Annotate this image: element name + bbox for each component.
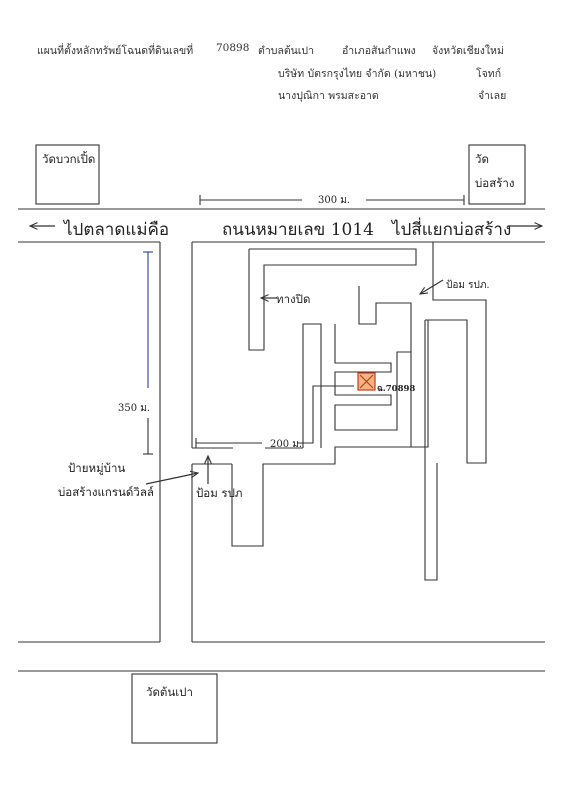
province: จังหวัดเชียงใหม่ <box>432 45 504 57</box>
subdistrict: ตำบลต้นเปา <box>258 45 314 57</box>
plot-marker <box>357 372 376 391</box>
village-sign-label-2: บ่อสร้างแกรนด์วิลล์ <box>58 485 154 499</box>
temple-box-bottom <box>131 673 218 744</box>
map-title: แผนที่ตั้งหลักทรัพย์โฉนดที่ดินเลขที่ <box>37 45 194 57</box>
plot-label: ฉ.70898 <box>377 384 416 394</box>
police-box-top-label: ป้อม รปภ. <box>446 280 490 291</box>
temple-top-right-label-1: วัด <box>475 152 489 166</box>
temple-box-top-left <box>35 144 100 205</box>
temple-top-left-label: วัดบวกเปิ้ด <box>42 152 96 166</box>
deed-number: 70898 <box>216 42 250 54</box>
temple-box-top-right <box>468 144 526 205</box>
defendant-role: จำเลย <box>478 90 507 102</box>
police-box-bottom-label: ป้อม รปภ <box>196 486 243 500</box>
village-sign-label-1: ป้ายหมู่บ้าน <box>68 461 126 475</box>
plaintiff-role: โจทก์ <box>476 68 502 80</box>
measure-top-label: 300 ม. <box>318 195 351 206</box>
temple-top-right-label-2: บ่อสร้าง <box>475 176 515 190</box>
closed-road-label: ทางปิด <box>276 292 311 306</box>
measure-side-label: 350 ม. <box>118 403 151 414</box>
district: อำเภอสันกำแพง <box>342 45 416 57</box>
road-to-left-label: ไปตลาดแม่คือ <box>64 220 170 240</box>
village-inner-road-loop <box>231 320 429 547</box>
road-to-right-label: ไปสี่แยกบ่อสร้าง <box>392 220 512 240</box>
main-road-label: ถนนหมายเลข 1014 <box>222 220 374 240</box>
arrow-village-sign <box>145 473 198 485</box>
arrow-police-box-top <box>420 279 444 294</box>
measure-inner-label: 200 ม. <box>270 439 303 450</box>
defendant-name: นางปุณิกา พรมสะอาด <box>278 90 379 102</box>
plot-block <box>334 324 412 447</box>
upper-block <box>358 286 412 352</box>
plot-leader-line <box>297 385 354 444</box>
closed-road-block <box>248 248 417 351</box>
village-perimeter-right <box>192 241 487 464</box>
plaintiff-company: บริษัท บัตรกรุงไทย จำกัด (มหาชน) <box>278 68 437 80</box>
temple-bottom-label: วัดต้นเปา <box>146 685 193 699</box>
right-side-road <box>424 320 438 581</box>
